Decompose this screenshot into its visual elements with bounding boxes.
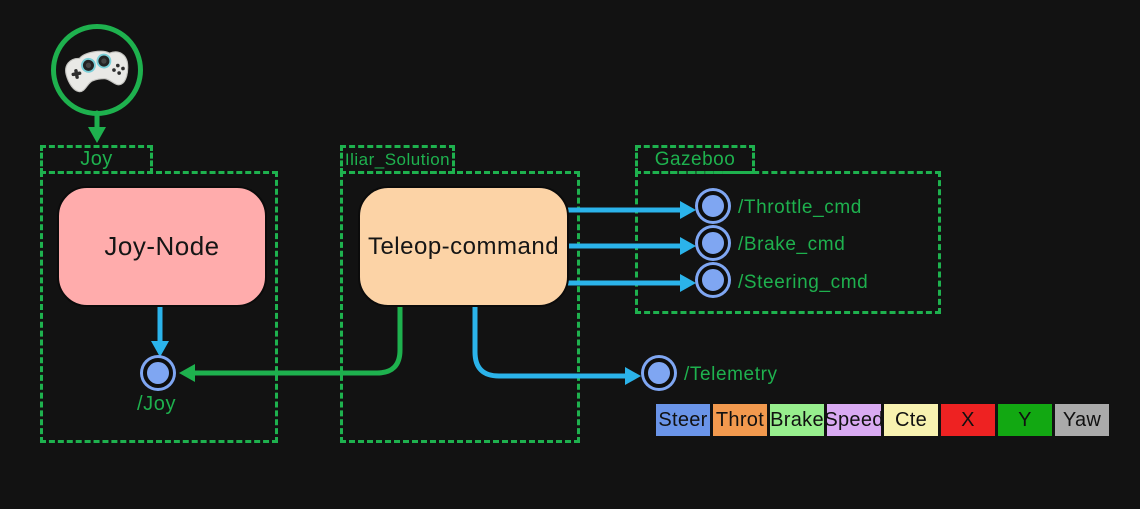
node-joy-node-label: Joy-Node bbox=[104, 231, 220, 261]
group-tab-iliar-solution-label: Iliar_Solution bbox=[344, 149, 451, 169]
group-tab-joy-label: Joy bbox=[80, 148, 113, 170]
legend-cell-yaw: Yaw bbox=[1055, 404, 1109, 436]
topic-circle-brake bbox=[698, 228, 728, 258]
legend-cell-y: Y bbox=[998, 404, 1052, 436]
topic-label-joy: /Joy bbox=[137, 393, 177, 415]
group-tab-joy: Joy bbox=[40, 145, 153, 174]
topic-label-brake: /Brake_cmd bbox=[738, 234, 846, 255]
group-tab-iliar-solution: Iliar_Solution bbox=[340, 145, 455, 174]
topic-label-throttle: /Throttle_cmd bbox=[738, 197, 862, 218]
legend-cell-speed: Speed bbox=[824, 404, 883, 436]
gamepad-badge bbox=[51, 24, 143, 116]
topic-circle-joy bbox=[143, 358, 173, 388]
legend-cell-throt: Throt bbox=[713, 404, 767, 436]
legend-cell-steer: Steer bbox=[656, 404, 710, 436]
legend-cell-x: X bbox=[941, 404, 995, 436]
topic-label-telemetry: /Telemetry bbox=[684, 364, 778, 385]
topic-circle-throttle bbox=[698, 191, 728, 221]
topic-label-steering: /Steering_cmd bbox=[738, 272, 869, 293]
node-teleop-command-label: Teleop-command bbox=[367, 232, 560, 260]
topic-circle-telemetry bbox=[644, 358, 674, 388]
arrowhead-teleop-to-telemetry bbox=[625, 367, 641, 385]
node-teleop-command: Teleop-command bbox=[358, 186, 569, 307]
node-joy-node: Joy-Node bbox=[57, 186, 267, 307]
group-tab-gazeboo-label: Gazeboo bbox=[654, 148, 736, 170]
arrowhead-gamepad-to-joy bbox=[88, 127, 106, 143]
topic-circle-steering bbox=[698, 265, 728, 295]
legend-cell-brake: Brake bbox=[770, 404, 824, 436]
group-tab-gazeboo: Gazeboo bbox=[635, 145, 755, 174]
legend-cell-cte: Cte bbox=[884, 404, 938, 436]
gamepad-icon bbox=[65, 50, 129, 93]
group-body-gazeboo bbox=[635, 171, 941, 314]
telemetry-fields-legend: Steer Throt Brake Speed Cte X Y Yaw bbox=[656, 404, 1109, 436]
